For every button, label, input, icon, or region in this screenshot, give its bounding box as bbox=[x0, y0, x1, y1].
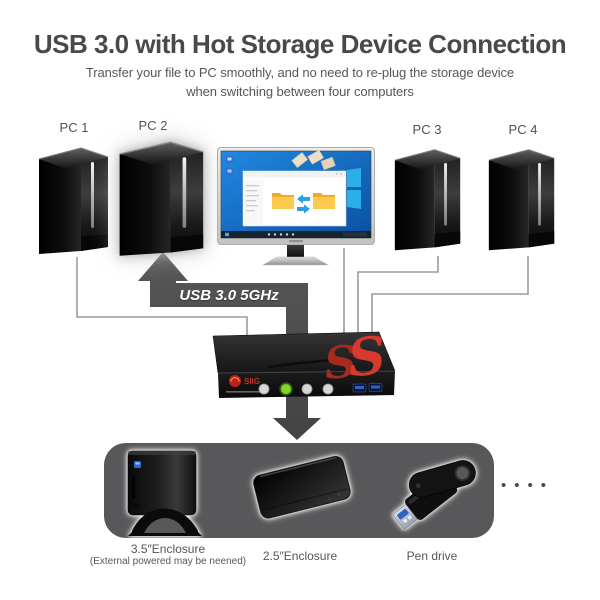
kvm-switch: S S SIIG bbox=[212, 325, 396, 398]
cable-pc4 bbox=[371, 256, 529, 340]
model-text-line bbox=[226, 391, 260, 393]
kvm-top-groove bbox=[267, 357, 351, 369]
brand-name: SIIG bbox=[244, 377, 260, 386]
page-title: USB 3.0 with Hot Storage Device Connecti… bbox=[33, 29, 567, 59]
monitor-brand-badge bbox=[289, 240, 303, 243]
port-button-1 bbox=[258, 383, 270, 395]
usb3-ports bbox=[352, 383, 383, 393]
cable-pc1 bbox=[76, 257, 248, 340]
pc1-label: PC 1 bbox=[59, 120, 89, 135]
pc1-tower bbox=[38, 147, 109, 254]
enclosure-35-icon bbox=[127, 450, 202, 536]
pen-drive-label: Pen drive bbox=[406, 549, 458, 563]
flying-papers-icon bbox=[291, 149, 336, 171]
cable-pc3 bbox=[357, 256, 439, 340]
usb-flow-arrow bbox=[138, 252, 321, 440]
folder-icon-left bbox=[272, 193, 294, 209]
pc2-tower-highlighted bbox=[119, 141, 204, 256]
taskbar bbox=[221, 231, 371, 238]
pc4-tower bbox=[488, 149, 555, 251]
pc3-tower bbox=[394, 149, 461, 251]
page-subtitle-line2: when switching between four computers bbox=[186, 84, 414, 99]
pc3-label: PC 3 bbox=[412, 122, 442, 137]
monitor bbox=[217, 147, 375, 266]
enclosure-35-note: (External powered may be neened) bbox=[89, 556, 247, 567]
monitor-stand-base bbox=[261, 256, 330, 266]
port-button-2-active bbox=[280, 383, 292, 395]
file-explorer-window bbox=[242, 170, 347, 227]
enclosure-25-icon bbox=[253, 456, 351, 519]
port-select-buttons bbox=[258, 382, 334, 396]
folder-icon-right bbox=[313, 193, 335, 209]
usb-speed-label: USB 3.0 5GHz bbox=[179, 287, 279, 304]
port-button-3 bbox=[301, 383, 313, 395]
brand-logo-letter-shadow: S bbox=[322, 336, 358, 390]
pen-drive-swivel-cap bbox=[408, 460, 476, 498]
page-subtitle-line1: Transfer your file to PC smoothly, and n… bbox=[85, 65, 515, 80]
monitor-stand-neck bbox=[287, 245, 304, 257]
pc4-label: PC 4 bbox=[508, 122, 538, 137]
ellipsis-dots: •••• bbox=[501, 477, 555, 494]
siig-logo: SIIG bbox=[229, 375, 260, 387]
storage-devices-layer bbox=[127, 450, 476, 536]
pen-drive-icon bbox=[392, 460, 476, 530]
brand-logo-letter: S bbox=[346, 325, 389, 389]
enclosure-25-label: 2.5″Enclosure bbox=[262, 549, 338, 563]
transfer-arrows-icon bbox=[297, 194, 310, 214]
enclosure-35-label: 3.5″Enclosure bbox=[130, 542, 206, 556]
pc2-label: PC 2 bbox=[138, 118, 168, 133]
port-button-4 bbox=[322, 383, 334, 395]
desktop-icons bbox=[226, 156, 233, 175]
